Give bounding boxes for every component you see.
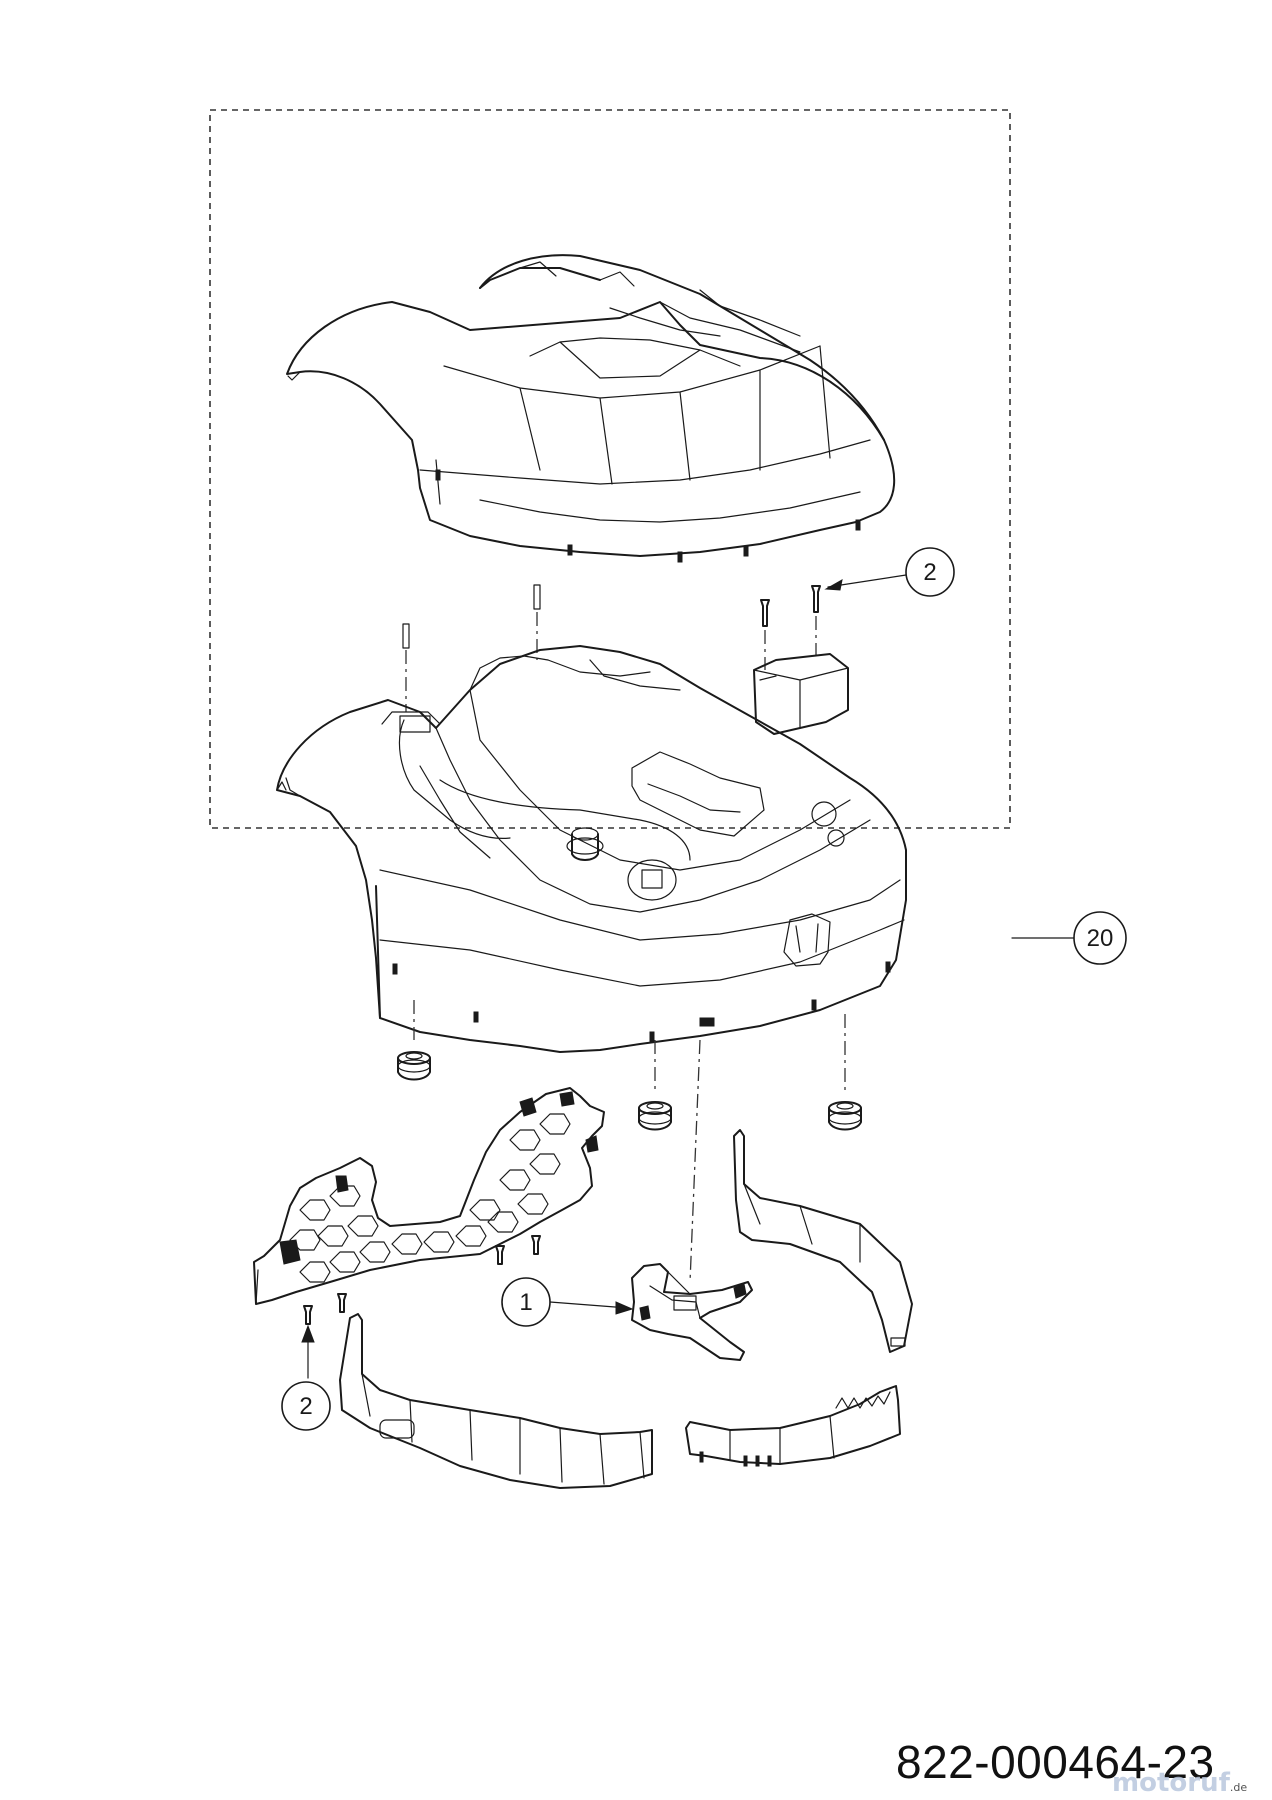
front-bumper-strip <box>685 1385 901 1467</box>
top-cover <box>286 254 896 563</box>
bushing-right <box>828 1014 862 1131</box>
callout-20[interactable]: 20 <box>1073 911 1127 965</box>
callout-20-label: 20 <box>1087 925 1114 952</box>
callout-2-top-label: 2 <box>923 559 936 586</box>
front-bumper-bracket <box>253 1087 605 1305</box>
watermark-logo: motoruf.de <box>1112 1768 1247 1798</box>
document-number: 822-000464-23 <box>896 1736 1215 1788</box>
callout-1-label: 1 <box>519 1289 532 1316</box>
screws-bottom <box>303 1235 541 1325</box>
callout-2-top[interactable]: 2 <box>905 547 955 597</box>
callout-2-bottom[interactable]: 2 <box>281 1381 331 1431</box>
bushing-left <box>397 1000 431 1081</box>
leader-callout-1 <box>549 1301 629 1309</box>
bushing-center <box>638 1040 672 1131</box>
battery-cover <box>753 653 849 735</box>
callout-1[interactable]: 1 <box>501 1277 551 1327</box>
chassis-housing <box>276 645 907 1053</box>
callout-2-bottom-label: 2 <box>299 1393 312 1420</box>
watermark-suffix: .de <box>1229 1781 1248 1794</box>
assembly-boundary <box>209 109 1011 829</box>
rear-skid-left <box>339 1313 653 1489</box>
front-skid-right <box>733 1129 913 1353</box>
screws-top <box>760 585 821 670</box>
sensor-bracket-part-1 <box>631 1263 753 1361</box>
leader-part1-axis <box>689 1039 701 1283</box>
locating-pins <box>402 584 541 712</box>
watermark-text: motoruf <box>1112 1768 1230 1798</box>
